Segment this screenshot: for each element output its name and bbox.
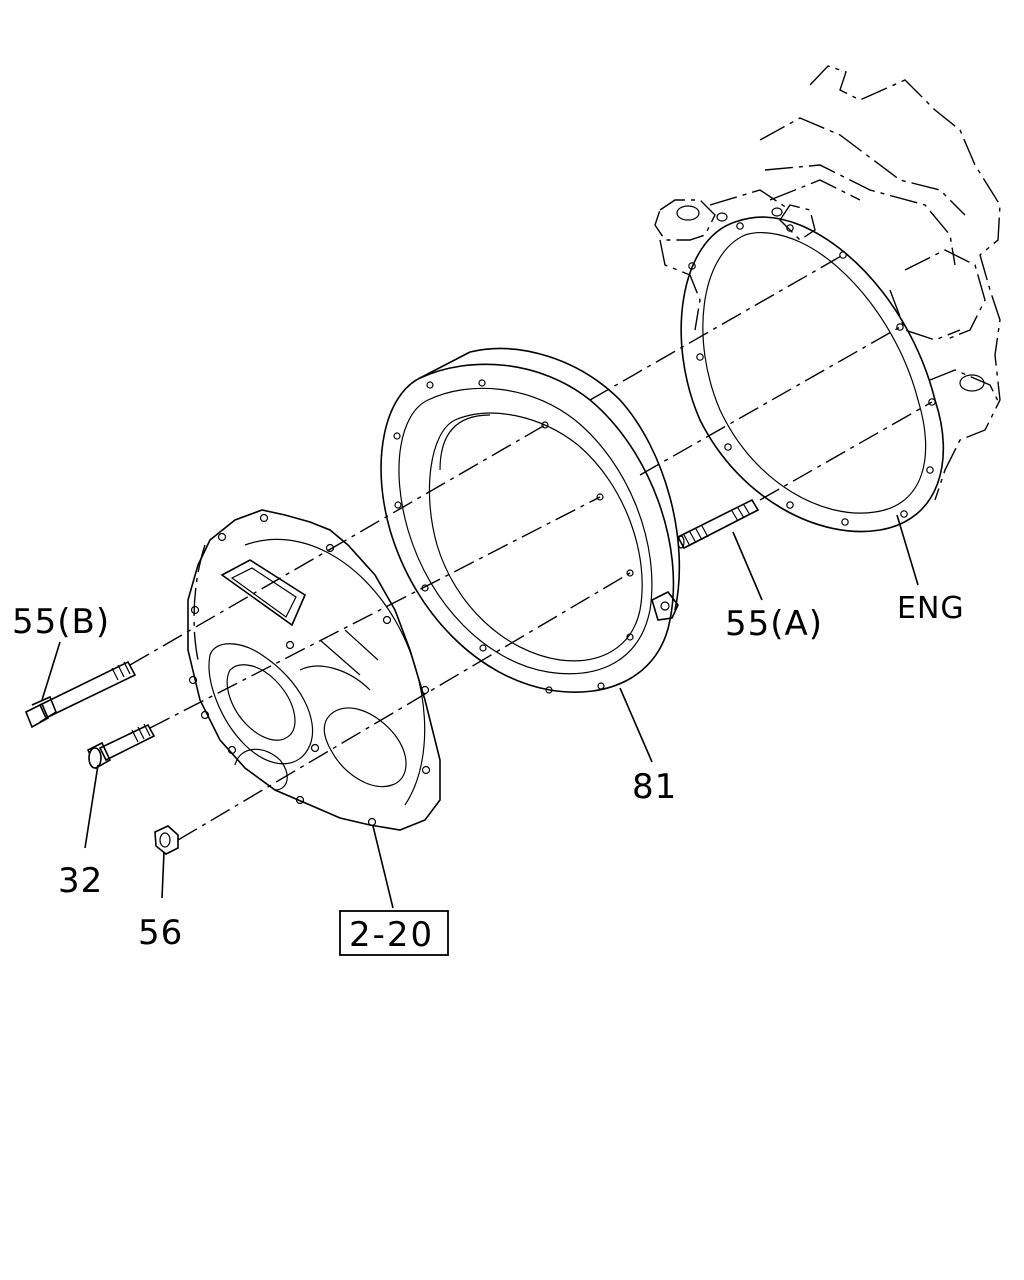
- bolt-32: [86, 723, 156, 770]
- alignment-lines: [129, 254, 933, 841]
- reference-box-2-20[interactable]: 2-20: [339, 910, 449, 956]
- label-81: 81: [632, 767, 677, 807]
- leader-lines: [41, 514, 919, 909]
- label-55b: 55(B): [12, 602, 110, 642]
- label-32: 32: [58, 861, 103, 901]
- clutch-housing: [187, 509, 441, 831]
- stud-55a: [676, 498, 760, 550]
- bolt-55b: [24, 660, 137, 729]
- label-2-20: 2-20: [349, 915, 434, 955]
- label-55a: 55(A): [725, 604, 823, 644]
- nut-56: [154, 825, 179, 855]
- label-eng: ENG: [897, 591, 965, 626]
- engine-block: [654, 65, 1001, 533]
- spacer-ring-81: [380, 347, 681, 694]
- label-56: 56: [138, 913, 183, 953]
